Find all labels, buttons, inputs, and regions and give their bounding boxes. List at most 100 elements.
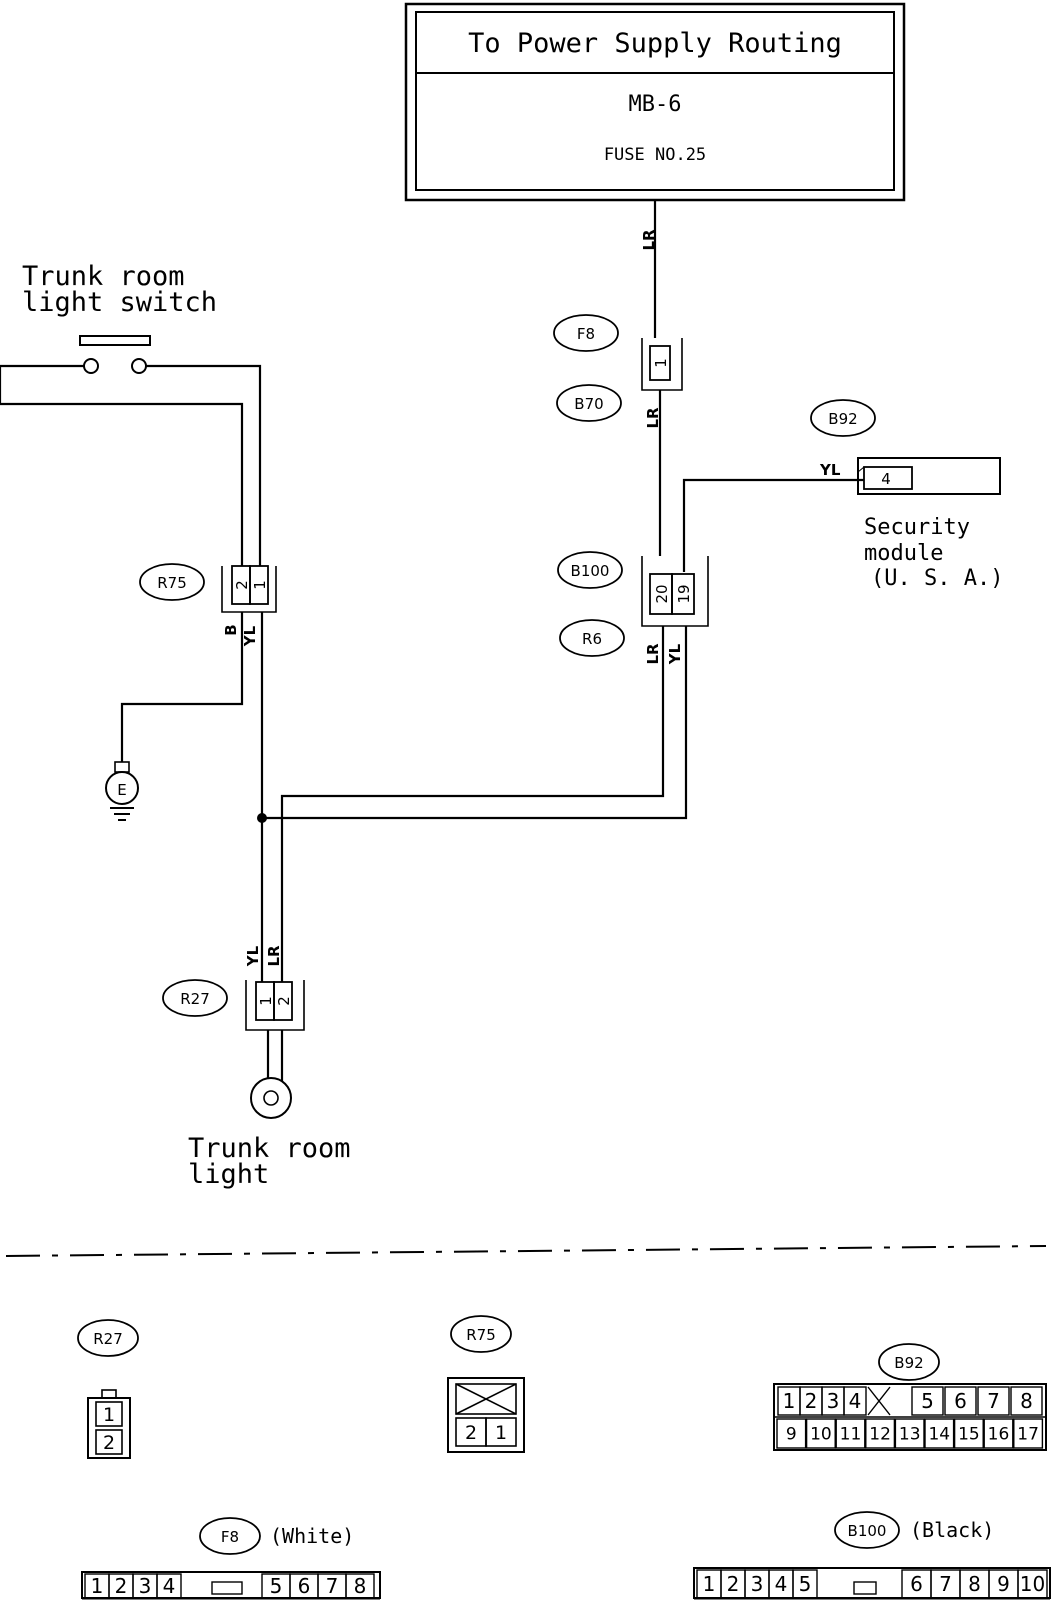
wire-b-ground (120, 612, 244, 762)
legend-b92-pin-5-cell (911, 1386, 944, 1416)
svg-text:B100: B100 (848, 1522, 887, 1540)
legend-r75-pin-2: 2 (465, 1422, 477, 1444)
legend-b100-pin-5: 5 (799, 1572, 812, 1596)
section-divider (5, 1245, 1047, 1257)
connector-tag-r27: R27 (162, 979, 228, 1017)
legend-b92-pin-14-cell (924, 1418, 955, 1449)
legend-b100-pin-1: 1 (703, 1572, 716, 1596)
switch-label-2: light switch (22, 287, 217, 318)
ground-symbol (105, 761, 139, 821)
connector-r27: 1 2 (245, 980, 305, 1031)
legend-b92-pin-10-cell (805, 1418, 836, 1449)
legend-b92-pin-3: 3 (827, 1389, 840, 1413)
svg-text:F8: F8 (221, 1528, 239, 1546)
wire-label-lr-2: LR (644, 407, 662, 429)
connector-tag-r6: R6 (559, 619, 625, 657)
legend-b92-pin-6: 6 (954, 1389, 967, 1413)
legend-f8-pin-5: 5 (270, 1574, 283, 1598)
pin-r27-2: 2 (275, 996, 293, 1006)
pin-r75-2: 2 (233, 580, 251, 590)
legend-b100-pin-3: 3 (751, 1572, 764, 1596)
security-module-label-3: (U. S. A.) (871, 566, 1003, 591)
legend-b92-pin-9-cell (776, 1418, 807, 1449)
legend-b92-pin-12-cell (865, 1418, 896, 1449)
svg-text:R27: R27 (93, 1330, 123, 1348)
connector-r75: 2 1 (221, 565, 277, 613)
fuse-label: FUSE NO.25 (604, 145, 706, 165)
legend-b92-pin-4: 4 (849, 1389, 862, 1413)
legend-b92-pin-16-cell (983, 1418, 1014, 1449)
legend-b92-pin-17: 17 (1017, 1425, 1039, 1445)
pin-b100-19: 19 (675, 584, 693, 603)
legend-f8-key (211, 1581, 243, 1595)
connector-f8-b70: 1 (641, 338, 683, 391)
legend-b92-pin-7-cell (977, 1386, 1010, 1416)
legend-b92-pin-12: 12 (869, 1425, 891, 1445)
legend-b92-pin-17-cell (1013, 1418, 1044, 1449)
legend-r75: R75 2 1 (447, 1315, 525, 1453)
security-module: 4 (857, 457, 1001, 495)
legend-f8-pin-3: 3 (139, 1574, 152, 1598)
legend-f8-pin-1: 1 (91, 1574, 104, 1598)
legend-f8-pin-4-cell (156, 1573, 182, 1599)
legend-r27: R27 1 2 (77, 1319, 139, 1459)
legend-b100-pin-2: 2 (727, 1572, 740, 1596)
light-label-2: light (188, 1159, 269, 1190)
svg-text:R75: R75 (466, 1326, 496, 1344)
trunk-room-light-bulb (250, 1077, 292, 1119)
pin-r75-1: 1 (251, 580, 269, 590)
connector-tag-b92: B92 (810, 399, 876, 437)
legend-b92-pin-13: 13 (899, 1425, 921, 1445)
light-label-1: Trunk room (188, 1133, 351, 1164)
legend-b100-key (853, 1581, 877, 1595)
pin-f8-1: 1 (652, 358, 670, 368)
power-box-label: MB-6 (629, 92, 682, 117)
legend-b100-pin-9: 9 (997, 1572, 1010, 1596)
legend-b100-pin-10: 10 (1020, 1572, 1045, 1596)
svg-text:B70: B70 (574, 395, 603, 413)
legend-f8-pin-8: 8 (354, 1574, 367, 1598)
legend-b92-pin-11: 11 (840, 1425, 862, 1445)
connector-tag-b100: B100 (557, 551, 623, 589)
legend-f8-pin-7: 7 (326, 1574, 339, 1598)
legend-r75-pin-1: 1 (495, 1422, 507, 1444)
legend-b100-pin-5-cell (792, 1569, 818, 1599)
pin-b92-4: 4 (881, 470, 891, 488)
connector-b100-r6: 20 19 (641, 556, 709, 627)
legend-b92-pin-2: 2 (805, 1389, 818, 1413)
legend-f8-pin-2: 2 (115, 1574, 128, 1598)
pin-r27-1: 1 (257, 996, 275, 1006)
svg-text:R6: R6 (582, 630, 602, 648)
legend-f8-pin-6: 6 (298, 1574, 311, 1598)
legend-b100-pin-6: 6 (910, 1572, 923, 1596)
connector-tag-b70: B70 (556, 384, 622, 422)
security-module-label-1: Security (864, 515, 970, 540)
power-supply-box: To Power Supply Routing MB-6 FUSE NO.25 (404, 2, 906, 202)
legend-b100-pin-8: 8 (968, 1572, 981, 1596)
legend-b100-color: (Black) (910, 1518, 994, 1542)
legend-b92-pin-9: 9 (786, 1425, 797, 1445)
legend-b92-pin-16: 16 (988, 1425, 1010, 1445)
legend-b92-blank-pin (867, 1386, 891, 1416)
connector-tag-r75: R75 (139, 563, 205, 601)
connector-tag-f8: F8 (553, 314, 619, 352)
legend-b92-pin-10: 10 (810, 1425, 832, 1445)
legend-f8-color: (White) (270, 1524, 354, 1548)
svg-text:B92: B92 (894, 1354, 923, 1372)
legend-b92-pin-6-cell (944, 1386, 977, 1416)
wire-yl-to-junction (262, 626, 688, 820)
power-supply-title: To Power Supply Routing (468, 28, 842, 59)
legend-b92-pin-5: 5 (921, 1389, 934, 1413)
wire-label-yl-b92: YL (819, 461, 841, 479)
wire-label-lr-1: LR (640, 229, 658, 251)
legend-b100-pin-7: 7 (939, 1572, 952, 1596)
wire-label-lr-4: LR (265, 945, 283, 967)
legend-b92-pin-1: 1 (783, 1389, 796, 1413)
legend-b92-pin-15: 15 (958, 1425, 980, 1445)
